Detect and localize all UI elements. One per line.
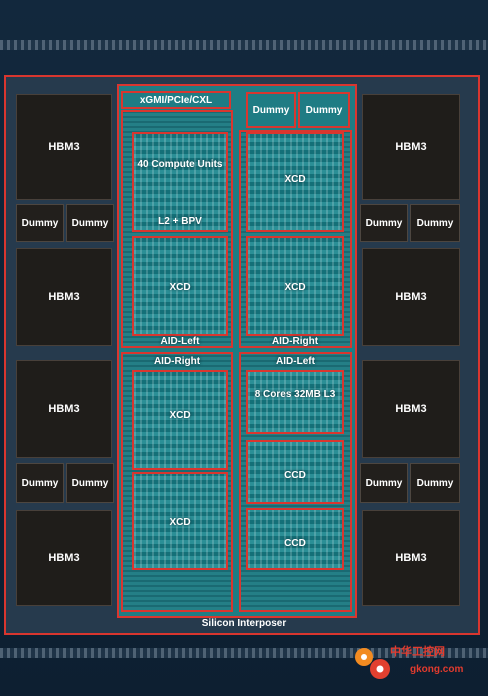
- dummy-right-3: Dummy: [360, 463, 408, 503]
- xcd-upper-right-1: [246, 132, 344, 232]
- hbm3-right-4: HBM3: [362, 510, 460, 606]
- aid-right-label-2: AID-Right: [153, 356, 201, 367]
- hbm3-right-3: HBM3: [362, 360, 460, 458]
- xcd-label-5: XCD: [169, 517, 191, 528]
- hbm3-left-4: HBM3: [16, 510, 112, 606]
- l2-label: L2 + BPV: [158, 216, 202, 227]
- xcd-upper-left: [132, 236, 228, 336]
- xcd-label-3: XCD: [284, 282, 306, 293]
- dummy-right-1: Dummy: [360, 204, 408, 242]
- ccd-1: [246, 440, 344, 504]
- ccd-label-2: CCD: [284, 538, 306, 549]
- dummy-right-2: Dummy: [410, 204, 460, 242]
- aid-left-label-2: AID-Left: [276, 356, 315, 367]
- watermark-brand: 中华工控网: [390, 646, 445, 658]
- ccd-label-1: CCD: [284, 470, 306, 481]
- xcd-lower-left-2: [132, 472, 228, 570]
- xcd-label-2: XCD: [284, 174, 306, 185]
- hbm3-left-1: HBM3: [16, 94, 112, 200]
- silicon-interposer-label: Silicon Interposer: [201, 618, 287, 629]
- compute-units-label: 40 Compute Units: [137, 159, 223, 170]
- dummy-right-4: Dummy: [410, 463, 460, 503]
- ccd-2: [246, 508, 344, 570]
- top-rail: [0, 40, 488, 50]
- dummy-left-1: Dummy: [16, 204, 64, 242]
- top-dummy-2: Dummy: [298, 92, 350, 128]
- cpu-cores: [246, 370, 344, 434]
- dummy-left-4: Dummy: [66, 463, 114, 503]
- io-die-label: xGMI/PCIe/CXL: [121, 91, 231, 109]
- top-dummy-1: Dummy: [246, 92, 296, 128]
- aid-left-label-1: AID-Left: [160, 336, 200, 347]
- cores-label: 8 Cores 32MB L3: [254, 389, 336, 400]
- watermark-site: gkong.com: [410, 664, 464, 675]
- hbm3-left-2: HBM3: [16, 248, 112, 346]
- xcd-label-4: XCD: [169, 410, 191, 421]
- xcd-label-1: XCD: [169, 282, 191, 293]
- xcd-lower-left-1: [132, 370, 228, 470]
- xcd-upper-right-2: [246, 236, 344, 336]
- bottom-rail: [0, 648, 488, 658]
- watermark-logo: [355, 648, 390, 679]
- aid-right-label-1: AID-Right: [271, 336, 319, 347]
- hbm3-right-1: HBM3: [362, 94, 460, 200]
- hbm3-right-2: HBM3: [362, 248, 460, 346]
- xcd-compute-units: [132, 132, 228, 232]
- dummy-left-2: Dummy: [66, 204, 114, 242]
- dummy-left-3: Dummy: [16, 463, 64, 503]
- hbm3-left-3: HBM3: [16, 360, 112, 458]
